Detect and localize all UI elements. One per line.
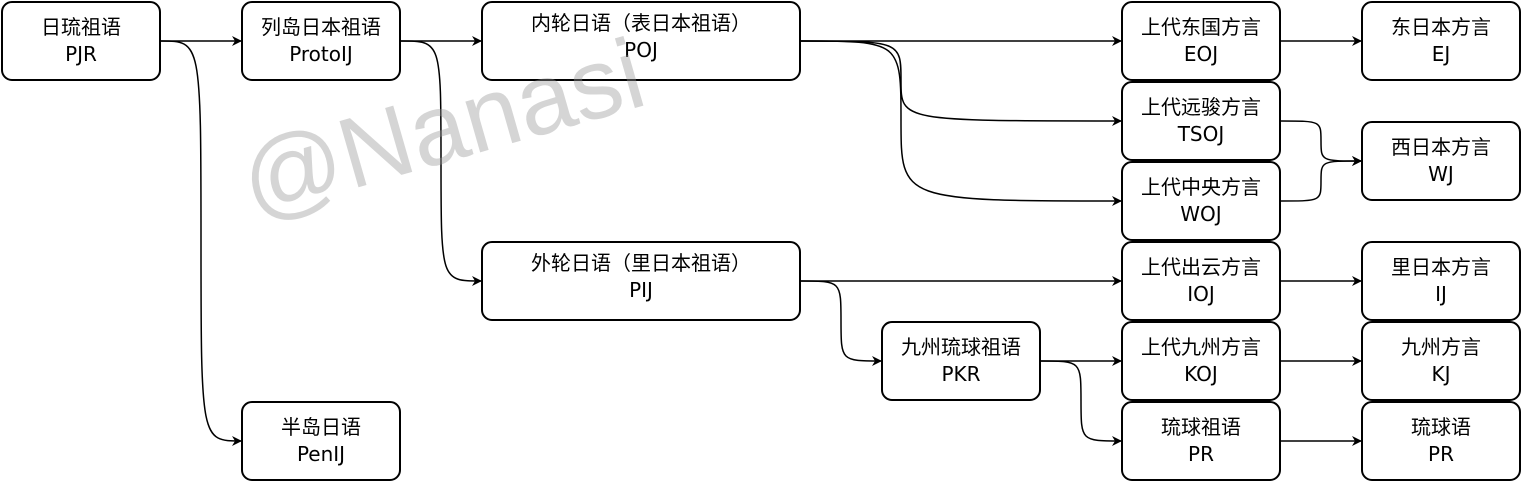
node-tsoj-name: 上代远骏方言 xyxy=(1141,95,1261,119)
edge-poj-to-tsoj xyxy=(800,40,1122,126)
node-tsoj-code: TSOJ xyxy=(1177,122,1225,146)
node-pkr-code: PKR xyxy=(941,362,981,386)
node-pjr-code: PJR xyxy=(65,42,97,66)
node-pkr: 九州琉球祖语 PKR xyxy=(881,321,1041,401)
node-ioj-name: 上代出云方言 xyxy=(1141,255,1261,279)
node-poj-name: 内轮日语（表日本祖语） xyxy=(531,11,751,35)
node-ej-code: EJ xyxy=(1431,42,1451,66)
node-r-name: 琉球语 xyxy=(1411,415,1471,439)
edge-poj-to-woj xyxy=(800,40,1122,206)
node-protoij: 列岛日本祖语 ProtoIJ xyxy=(241,1,401,81)
node-pij: 外轮日语（里日本祖语） PIJ xyxy=(481,241,801,321)
node-poj: 内轮日语（表日本祖语） POJ xyxy=(481,1,801,81)
node-r-code: PR xyxy=(1428,442,1454,466)
node-woj-code: WOJ xyxy=(1180,202,1222,226)
node-eoj-name: 上代东国方言 xyxy=(1141,15,1261,39)
node-koj-code: KOJ xyxy=(1184,362,1218,386)
node-ij-code: IJ xyxy=(1435,282,1447,306)
node-penij: 半岛日语 PenIJ xyxy=(241,401,401,481)
node-pr-code: PR xyxy=(1188,442,1214,466)
node-pr-name: 琉球祖语 xyxy=(1161,415,1241,439)
node-pkr-name: 九州琉球祖语 xyxy=(901,335,1021,359)
node-ij: 里日本方言 IJ xyxy=(1361,241,1521,321)
node-wj-name: 西日本方言 xyxy=(1391,135,1491,159)
node-penij-code: PenIJ xyxy=(296,442,346,466)
node-ij-name: 里日本方言 xyxy=(1391,255,1491,279)
node-pij-name: 外轮日语（里日本祖语） xyxy=(531,251,751,275)
node-kj: 九州方言 KJ xyxy=(1361,321,1521,401)
node-tsoj: 上代远骏方言 TSOJ xyxy=(1121,81,1281,161)
node-protoij-name: 列岛日本祖语 xyxy=(261,15,381,39)
edge-protoij-to-pij xyxy=(400,40,482,286)
edge-pij-to-pkr xyxy=(800,280,882,366)
node-wj-code: WJ xyxy=(1428,162,1454,186)
node-r: 琉球语 PR xyxy=(1361,401,1521,481)
edge-pkr-to-pr xyxy=(1040,360,1122,446)
node-pjr: 日琉祖语 PJR xyxy=(1,1,161,81)
node-ej: 东日本方言 EJ xyxy=(1361,1,1521,81)
node-eoj: 上代东国方言 EOJ xyxy=(1121,1,1281,81)
node-ioj: 上代出云方言 IOJ xyxy=(1121,241,1281,321)
node-pij-code: PIJ xyxy=(629,278,653,302)
edge-pjr-to-penij xyxy=(160,40,242,446)
node-pjr-name: 日琉祖语 xyxy=(41,15,121,39)
node-ioj-code: IOJ xyxy=(1187,282,1215,306)
node-pr: 琉球祖语 PR xyxy=(1121,401,1281,481)
node-eoj-code: EOJ xyxy=(1183,42,1219,66)
node-kj-name: 九州方言 xyxy=(1401,335,1481,359)
edge-woj-to-wj xyxy=(1280,156,1362,202)
node-poj-code: POJ xyxy=(624,38,658,62)
node-koj-name: 上代九州方言 xyxy=(1141,335,1261,359)
node-ej-name: 东日本方言 xyxy=(1391,15,1491,39)
node-wj: 西日本方言 WJ xyxy=(1361,121,1521,201)
node-penij-name: 半岛日语 xyxy=(281,415,361,439)
edge-tsoj-to-wj xyxy=(1280,120,1362,166)
node-woj-name: 上代中央方言 xyxy=(1141,175,1261,199)
node-woj: 上代中央方言 WOJ xyxy=(1121,161,1281,241)
node-protoij-code: ProtoIJ xyxy=(289,42,353,66)
node-kj-code: KJ xyxy=(1431,362,1451,386)
node-koj: 上代九州方言 KOJ xyxy=(1121,321,1281,401)
